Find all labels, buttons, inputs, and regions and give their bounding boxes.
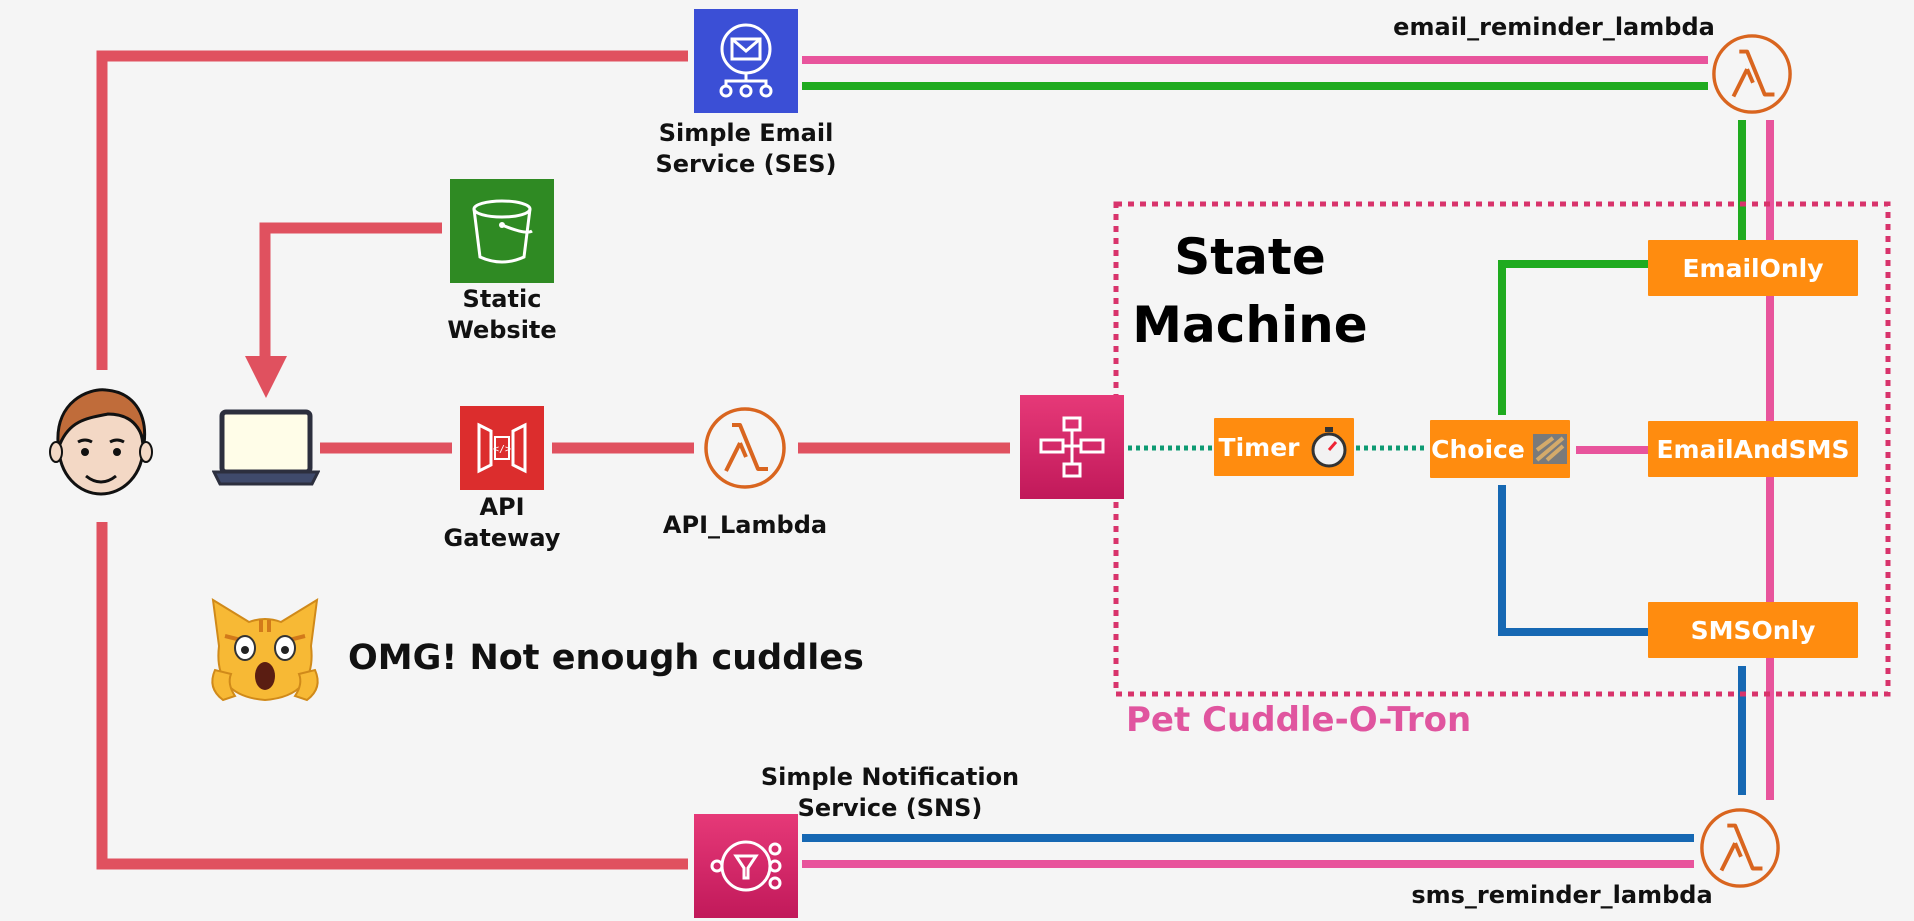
svg-text:</>: </> — [493, 444, 511, 455]
api-lambda-service — [702, 405, 788, 491]
screaming-cat-icon — [211, 598, 319, 702]
user-sns-line — [96, 522, 688, 870]
state-machine-name: Pet Cuddle-O-Tron — [1126, 700, 1472, 740]
laptop-icon — [212, 409, 320, 486]
choice-flag-icon — [1532, 434, 1567, 464]
stopwatch-icon — [1311, 427, 1347, 468]
choice-label: Choice — [1431, 434, 1525, 464]
cat-emoji — [205, 596, 325, 706]
lambda-icon — [1712, 34, 1792, 114]
ses-service — [694, 9, 798, 113]
sms-lambda-label: sms_reminder_lambda — [1411, 881, 1713, 909]
callout-text: OMG! Not enough cuddles — [348, 638, 864, 678]
api-gateway-label: API Gateway — [443, 493, 561, 553]
ses-label: Simple Email Service (SES) — [655, 119, 837, 179]
s3-bucket-icon — [472, 199, 533, 264]
sns-label: Simple Notification Service (SNS) — [760, 763, 1020, 823]
state-machine-title: State Machine — [1132, 228, 1368, 354]
s3-to-laptop-line — [259, 222, 442, 360]
s3-service — [450, 179, 554, 283]
sns-service — [694, 814, 798, 918]
step-functions-service — [1020, 395, 1124, 499]
choice-smsonly-line — [1498, 485, 1648, 636]
user-avatar — [48, 384, 154, 512]
email-lambda-service — [1710, 32, 1794, 116]
lambda-icon — [704, 407, 786, 489]
sns-icon — [710, 840, 782, 892]
api-gateway-service: </> — [460, 406, 544, 490]
user-ses-line — [96, 50, 688, 370]
choice-emailonly-line — [1498, 260, 1648, 415]
lambda-icon — [1700, 808, 1780, 888]
ses-envelope-icon — [719, 23, 773, 98]
laptop — [212, 408, 320, 488]
sms-lambda-service — [1698, 806, 1782, 890]
state-machine-border — [1113, 201, 1891, 697]
api-gateway-icon: </> — [477, 422, 527, 474]
api-lambda-label: API_Lambda — [662, 511, 828, 539]
choice-state: Choice — [1430, 420, 1570, 478]
email-and-sms-state: EmailAndSMS — [1648, 421, 1858, 477]
user-avatar-icon — [49, 388, 153, 496]
email-lambda-label: email_reminder_lambda — [1393, 13, 1715, 41]
s3-to-laptop-arrowhead — [245, 356, 287, 398]
step-functions-icon — [1039, 416, 1105, 478]
s3-label: Static Website — [447, 285, 557, 345]
email-only-state: EmailOnly — [1648, 240, 1858, 296]
timer-state: Timer — [1214, 418, 1354, 476]
sms-only-state: SMSOnly — [1648, 602, 1858, 658]
timer-label: Timer — [1218, 432, 1300, 462]
